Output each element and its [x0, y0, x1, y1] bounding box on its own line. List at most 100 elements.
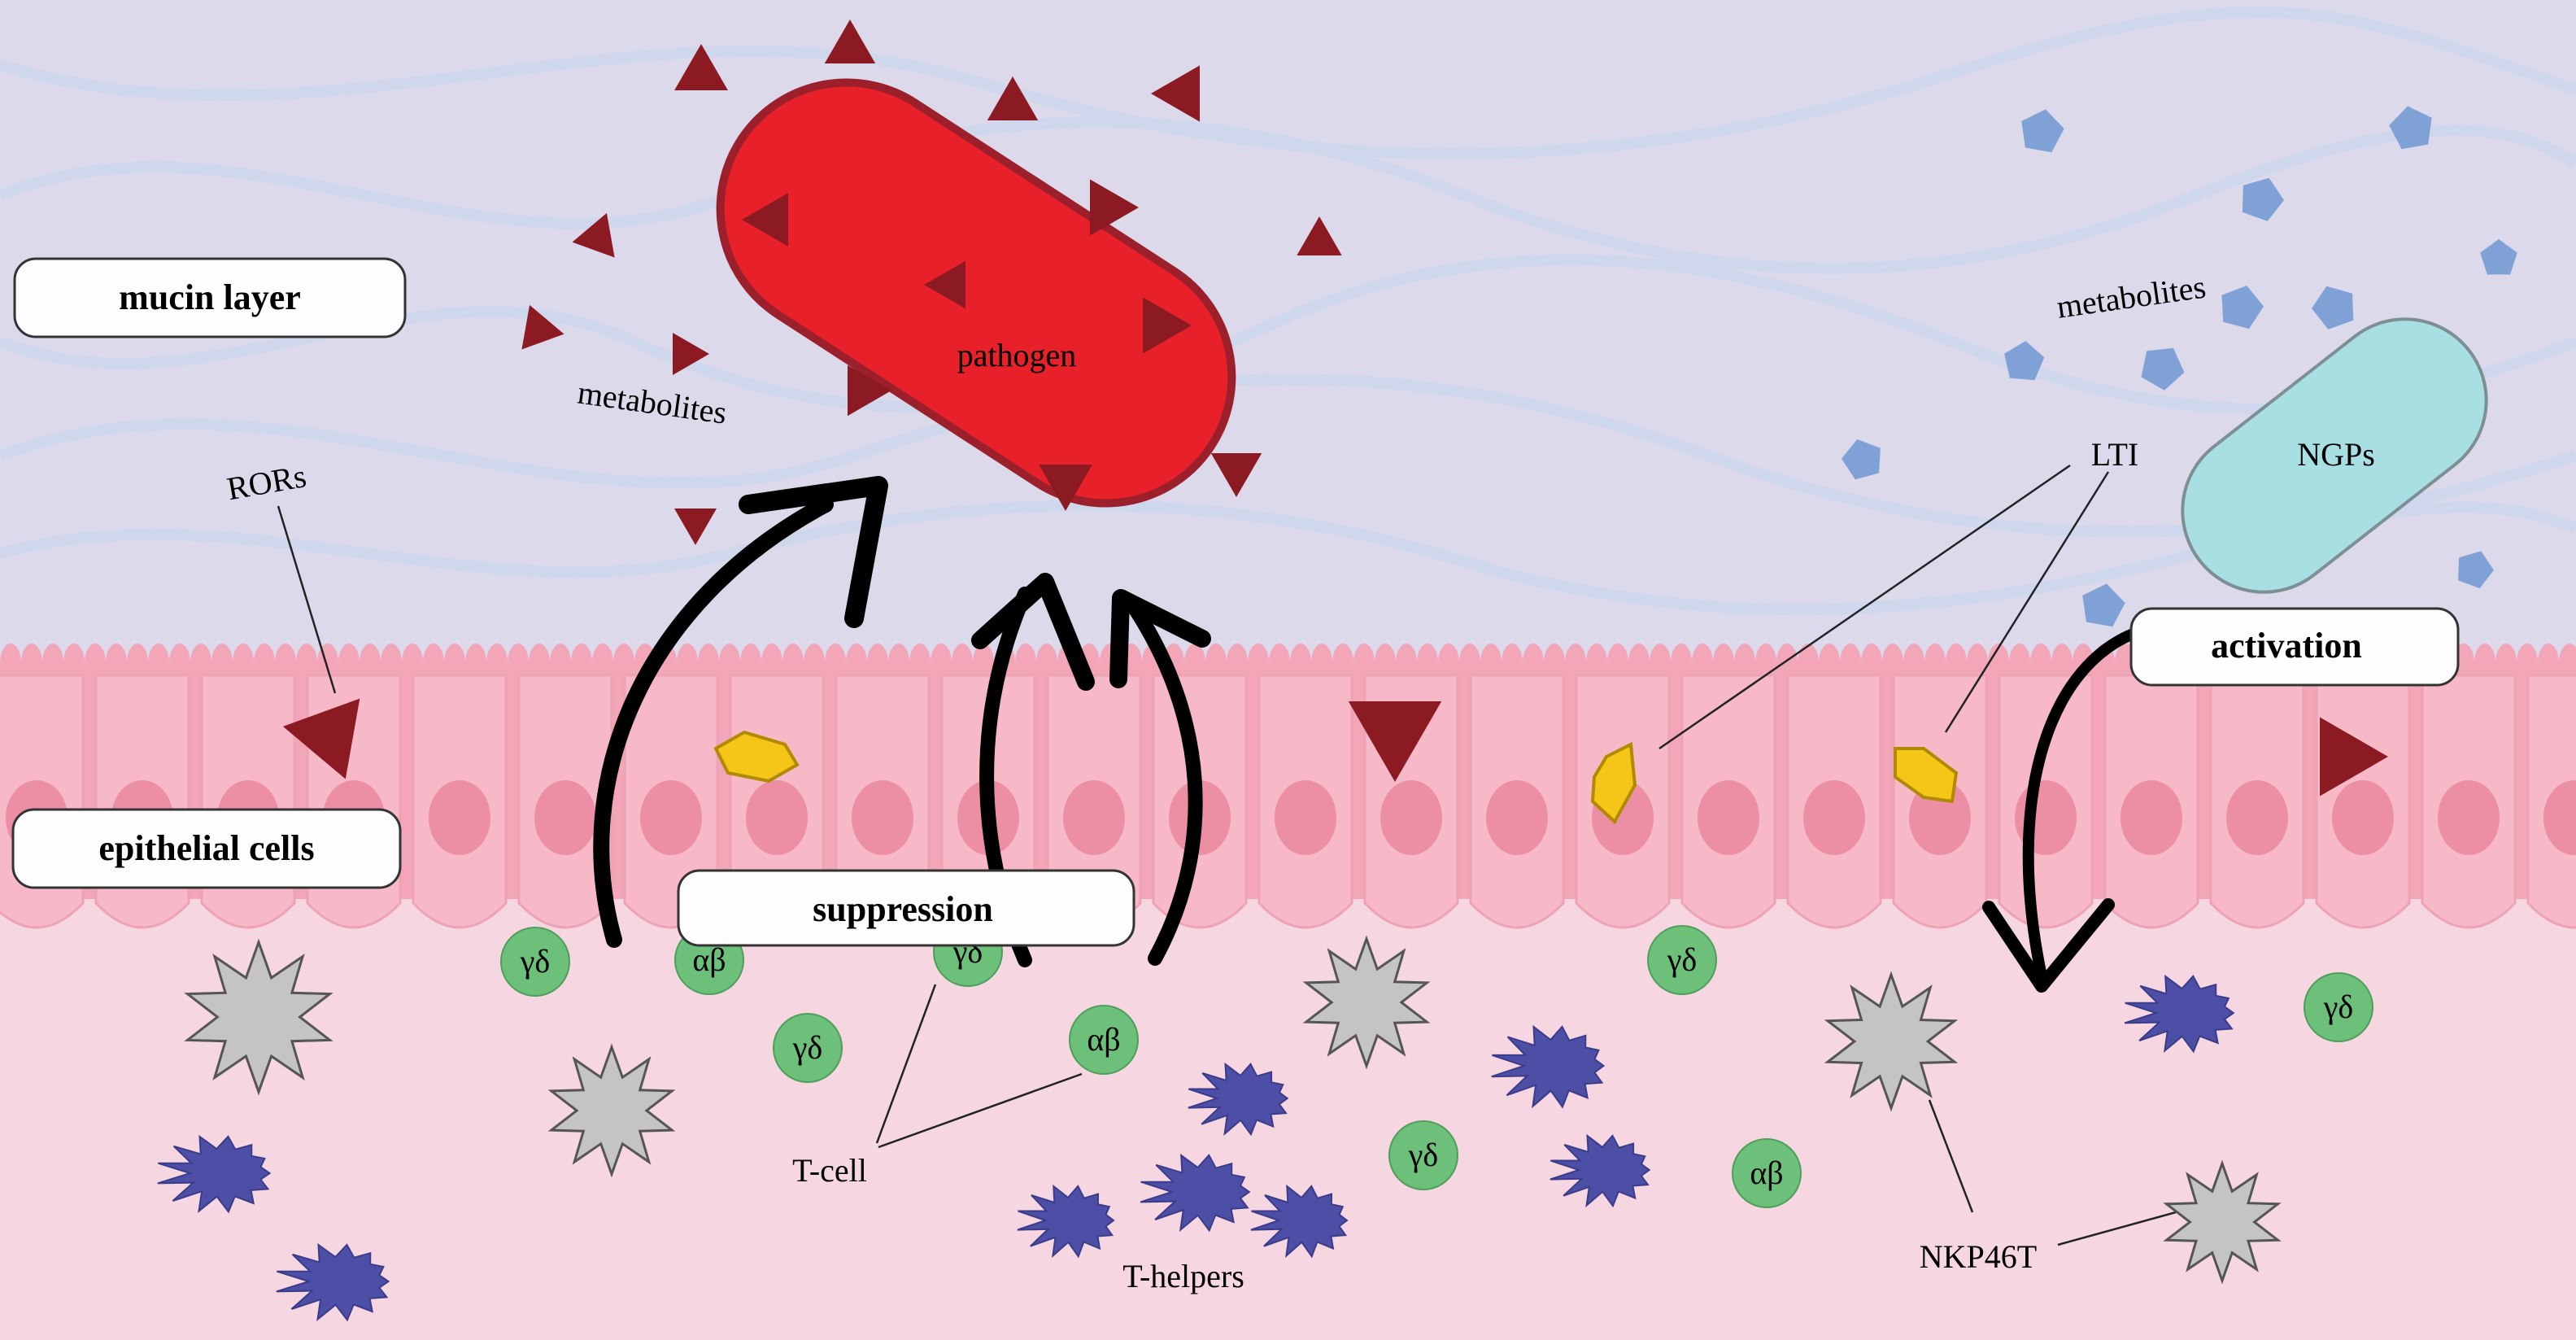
microvillus: [677, 644, 698, 683]
metabolite-dark: [2320, 717, 2388, 797]
t-cell-type-label: γδ: [520, 943, 551, 980]
microvillus: [2009, 644, 2030, 683]
microvillus: [1375, 644, 1396, 683]
nkp46t-label: NKP46T: [1920, 1238, 2037, 1275]
pathogen-spike: [1090, 179, 1139, 236]
t-cell-type-label: αβ: [1087, 1021, 1120, 1058]
metabolite-blue: [2082, 583, 2125, 627]
microvillus: [1480, 644, 1502, 683]
microvillus: [592, 644, 613, 683]
microvillus: [1671, 644, 1692, 683]
t-cell: γδ: [1647, 925, 1717, 995]
nk-cell: [184, 938, 333, 1096]
mucin-layer-label: mucin layer: [119, 277, 301, 317]
microvillus: [1353, 644, 1375, 683]
microvillus: [888, 644, 909, 683]
microvillus: [1227, 644, 1248, 683]
t-cell-type-label: γδ: [792, 1029, 823, 1066]
microvillus: [782, 644, 804, 683]
t-cell-body: [773, 1013, 843, 1083]
pathogen-spike: [1143, 297, 1192, 354]
microvillus: [1946, 644, 1967, 683]
nk-cell: [1824, 971, 1959, 1112]
microvillus: [1903, 644, 1924, 683]
t-cell-body: [2304, 972, 2373, 1042]
microvillus: [719, 644, 740, 683]
metabolites-dark-group: [282, 44, 2388, 797]
t-cell-body: [1069, 1005, 1139, 1075]
cell-nucleus: [1803, 780, 1865, 855]
t-cell-body: [1647, 925, 1717, 995]
microvillus: [529, 644, 550, 683]
microvillus: [613, 644, 634, 683]
pathogen-spike: [924, 260, 965, 309]
microvillus: [2051, 644, 2073, 683]
t-helper-cell: [1250, 1184, 1349, 1259]
metabolite-dark: [674, 44, 728, 90]
cell-nucleus: [1380, 780, 1442, 855]
cell-nucleus: [2226, 780, 2288, 855]
metabolite-blue: [2221, 286, 2264, 330]
lti-label: LTI: [2091, 436, 2139, 473]
pathogen-spike: [742, 193, 788, 247]
pathogen-spike: [848, 364, 891, 417]
nk-cell: [1302, 935, 1431, 1070]
nkp46t-leader-line: [1928, 1099, 1974, 1213]
epithelial-cells-label: epithelial cells: [98, 828, 314, 868]
t-helper-cell: [1017, 1184, 1115, 1259]
metabolite-dark: [1348, 701, 1442, 782]
t-cell-type-label: αβ: [1750, 1154, 1783, 1191]
t-cell-type-label: γδ: [2323, 989, 2354, 1025]
microvillus: [0, 644, 21, 683]
t-helper-cell: [2124, 974, 2235, 1054]
cell-nucleus: [1063, 780, 1125, 855]
microvillus: [1924, 644, 1946, 683]
arrow-shaft: [1123, 595, 1203, 966]
t-helper-cell: [1140, 1153, 1251, 1233]
arrow-head: [739, 476, 888, 628]
nk-cells: [184, 935, 2282, 1285]
epithelial-cells-label-box: epithelial cells: [11, 808, 402, 889]
t-helper-cell: [1188, 1062, 1289, 1137]
t-cell: γδ: [500, 927, 570, 997]
microvillus: [360, 644, 381, 683]
microvillus: [1988, 644, 2009, 683]
microvillus: [1798, 644, 1819, 683]
cell-nucleus: [746, 780, 808, 855]
t-helper-cell: [157, 1134, 272, 1214]
nk-cell: [547, 1043, 676, 1178]
t-cell: αβ: [1069, 1005, 1139, 1075]
pathogen-spike: [1039, 465, 1092, 511]
microvillus: [1586, 644, 1607, 683]
microvillus: [1692, 644, 1713, 683]
microvillus: [486, 644, 508, 683]
metabolite-blue: [2312, 286, 2354, 330]
microvillus: [444, 644, 465, 683]
microvillus: [825, 644, 846, 683]
leader-lines: [277, 464, 2177, 1246]
t-cell: γδ: [2304, 972, 2373, 1042]
microvillus: [1332, 644, 1353, 683]
microvillus: [1523, 644, 1544, 683]
microvillus: [42, 644, 63, 683]
microvillus: [1840, 644, 1861, 683]
microvillus: [761, 644, 782, 683]
microvillus: [1734, 644, 1755, 683]
lti-leader-line: [1944, 471, 2110, 733]
microvillus: [2495, 644, 2517, 683]
microvillus: [1417, 644, 1438, 683]
cell-nucleus: [1698, 780, 1759, 855]
microvillus: [1459, 644, 1480, 683]
microvillus: [952, 644, 973, 683]
microvillus: [21, 644, 42, 683]
microvillus: [1036, 644, 1057, 683]
microvillus: [296, 644, 317, 683]
pathogen-label: pathogen: [957, 337, 1077, 373]
microvillus: [1502, 644, 1523, 683]
microvillus: [2474, 644, 2495, 683]
microvillus: [233, 644, 254, 683]
metabolite-blue: [2389, 106, 2432, 150]
mucin-layer-label-box: mucin layer: [13, 257, 407, 338]
microvillus: [169, 644, 190, 683]
